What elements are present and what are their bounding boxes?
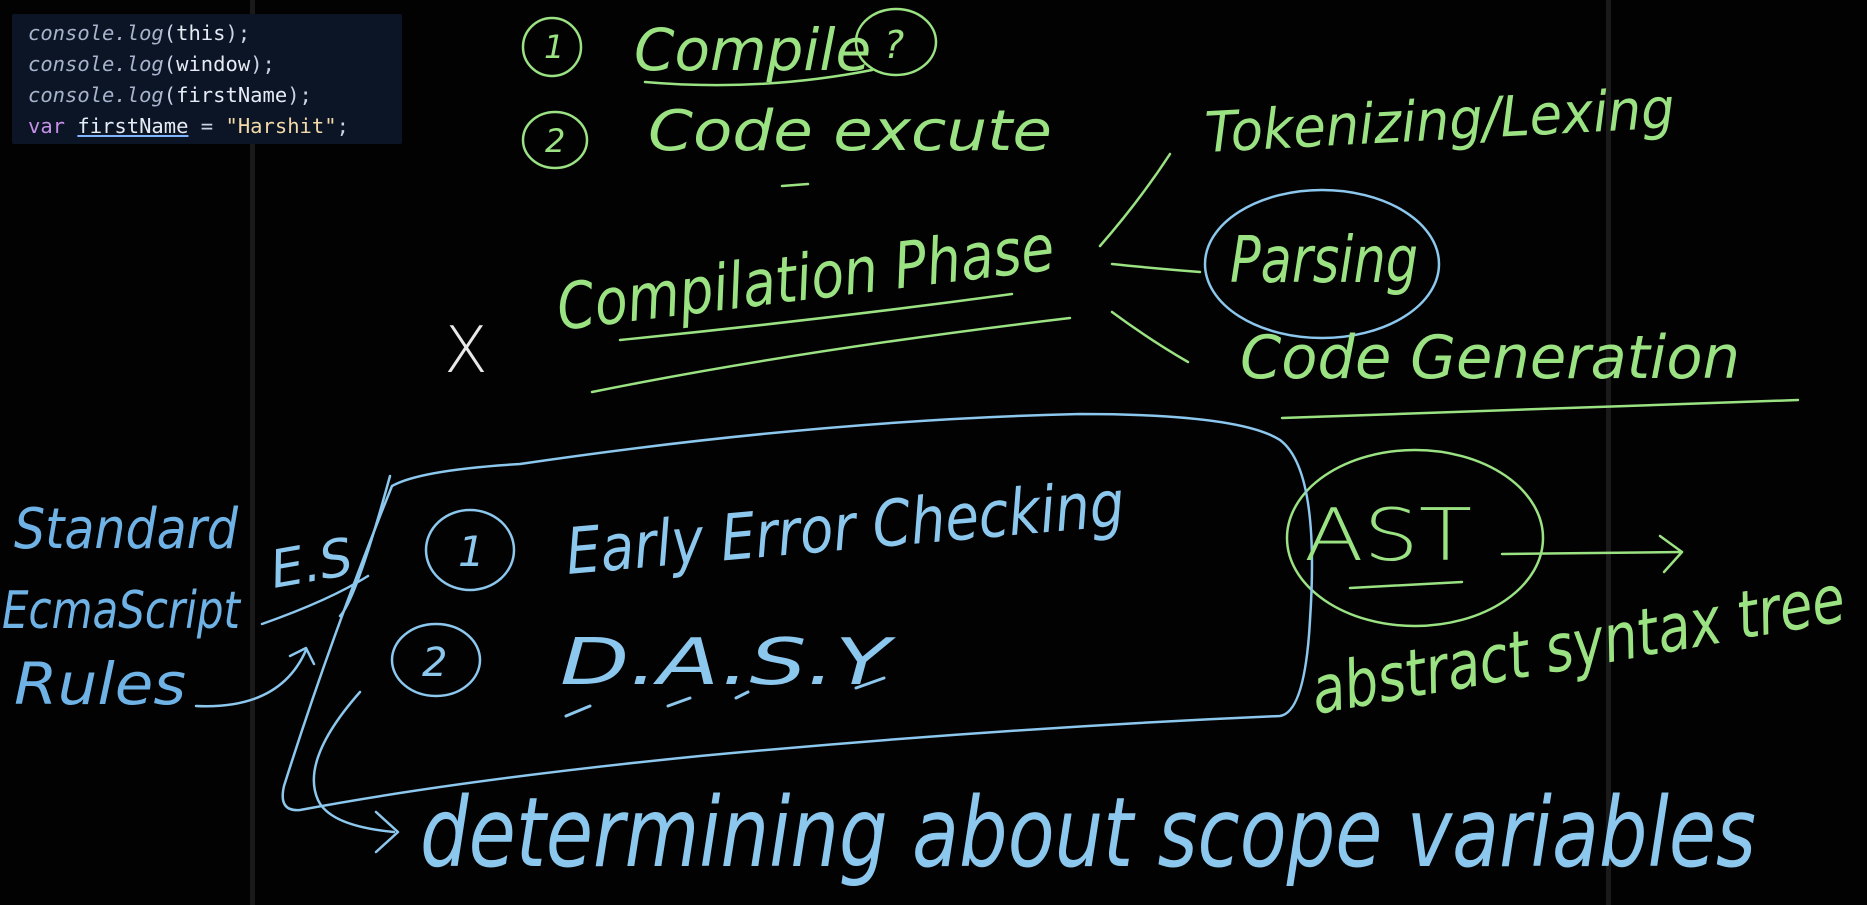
item1-label: Early Error Checking	[563, 467, 1127, 590]
first-name-identifier: firstName	[77, 114, 189, 138]
question-mark-circle	[854, 7, 938, 77]
item1-number-circle	[424, 508, 516, 592]
branch-parsing: Parsing	[1230, 224, 1418, 298]
side-note-rules: Rules	[14, 650, 186, 718]
compile-underline	[643, 68, 874, 87]
dasy-tick-2	[666, 696, 692, 708]
compilation-underline-2	[590, 316, 1072, 394]
code-line-2: console.log(window);	[28, 52, 275, 76]
dasy-tick-1	[564, 704, 592, 718]
code-line-4: var firstName = "Harshit";	[28, 114, 349, 138]
codegen-underline	[1280, 398, 1800, 420]
item2-number-circle	[390, 622, 482, 698]
dasy-tick-3	[734, 690, 750, 700]
step1-number-circle	[521, 16, 583, 78]
ast-arrow-line	[1500, 550, 1684, 556]
ast-arrow-head	[1658, 534, 1684, 574]
compilation-phase-label: Compilation Phase	[553, 211, 1058, 345]
item1-number: 1	[458, 527, 485, 576]
cross-mark: X	[444, 314, 488, 388]
code-snippet-panel: console.log(this); console.log(window); …	[12, 14, 402, 144]
right-panel-divider	[1606, 0, 1611, 905]
item2-number: 2	[422, 640, 447, 686]
branch-line-lexing	[1098, 152, 1172, 248]
step1-number: 1	[544, 28, 564, 66]
item2-label: D.A.S.Y	[560, 626, 897, 700]
step1-label: Compile	[634, 16, 871, 84]
code-line-1: console.log(this);	[28, 21, 251, 45]
es-tag: E.S	[266, 527, 358, 600]
small-dash-mark	[780, 182, 810, 188]
step2-number: 2	[545, 122, 565, 160]
scope-note: determining about scope variables	[420, 777, 1756, 889]
scope-arrow-head	[374, 810, 400, 854]
step2-number-circle	[521, 110, 589, 170]
compilation-underline-1	[618, 292, 1014, 342]
step2-label: Code excute	[648, 99, 1052, 164]
scope-arrow-curve	[312, 690, 396, 834]
ast-circle	[1285, 448, 1545, 628]
branch-line-parsing	[1110, 262, 1202, 274]
parsing-circle	[1203, 188, 1441, 340]
dasy-tick-4	[854, 676, 886, 690]
step1-question-mark: ?	[884, 23, 904, 67]
code-line-3: console.log(firstName);	[28, 83, 312, 107]
left-panel-divider	[250, 0, 255, 905]
ast-label: AST	[1304, 493, 1472, 577]
rules-arrow-head	[288, 646, 316, 666]
es-divider-line	[338, 474, 392, 618]
side-note-standard: Standard	[14, 497, 238, 562]
scope-enclosure	[281, 412, 1314, 812]
es-slant-line	[260, 574, 370, 626]
rules-arrow-line	[194, 648, 308, 708]
branch-line-codegen	[1110, 310, 1190, 364]
branch-tokenizing-lexing: Tokenizing/Lexing	[1203, 76, 1676, 166]
ast-underline	[1348, 580, 1464, 590]
branch-code-generation: Code Generation	[1240, 323, 1740, 393]
side-note-ecmascript: EcmaScript	[2, 581, 241, 641]
